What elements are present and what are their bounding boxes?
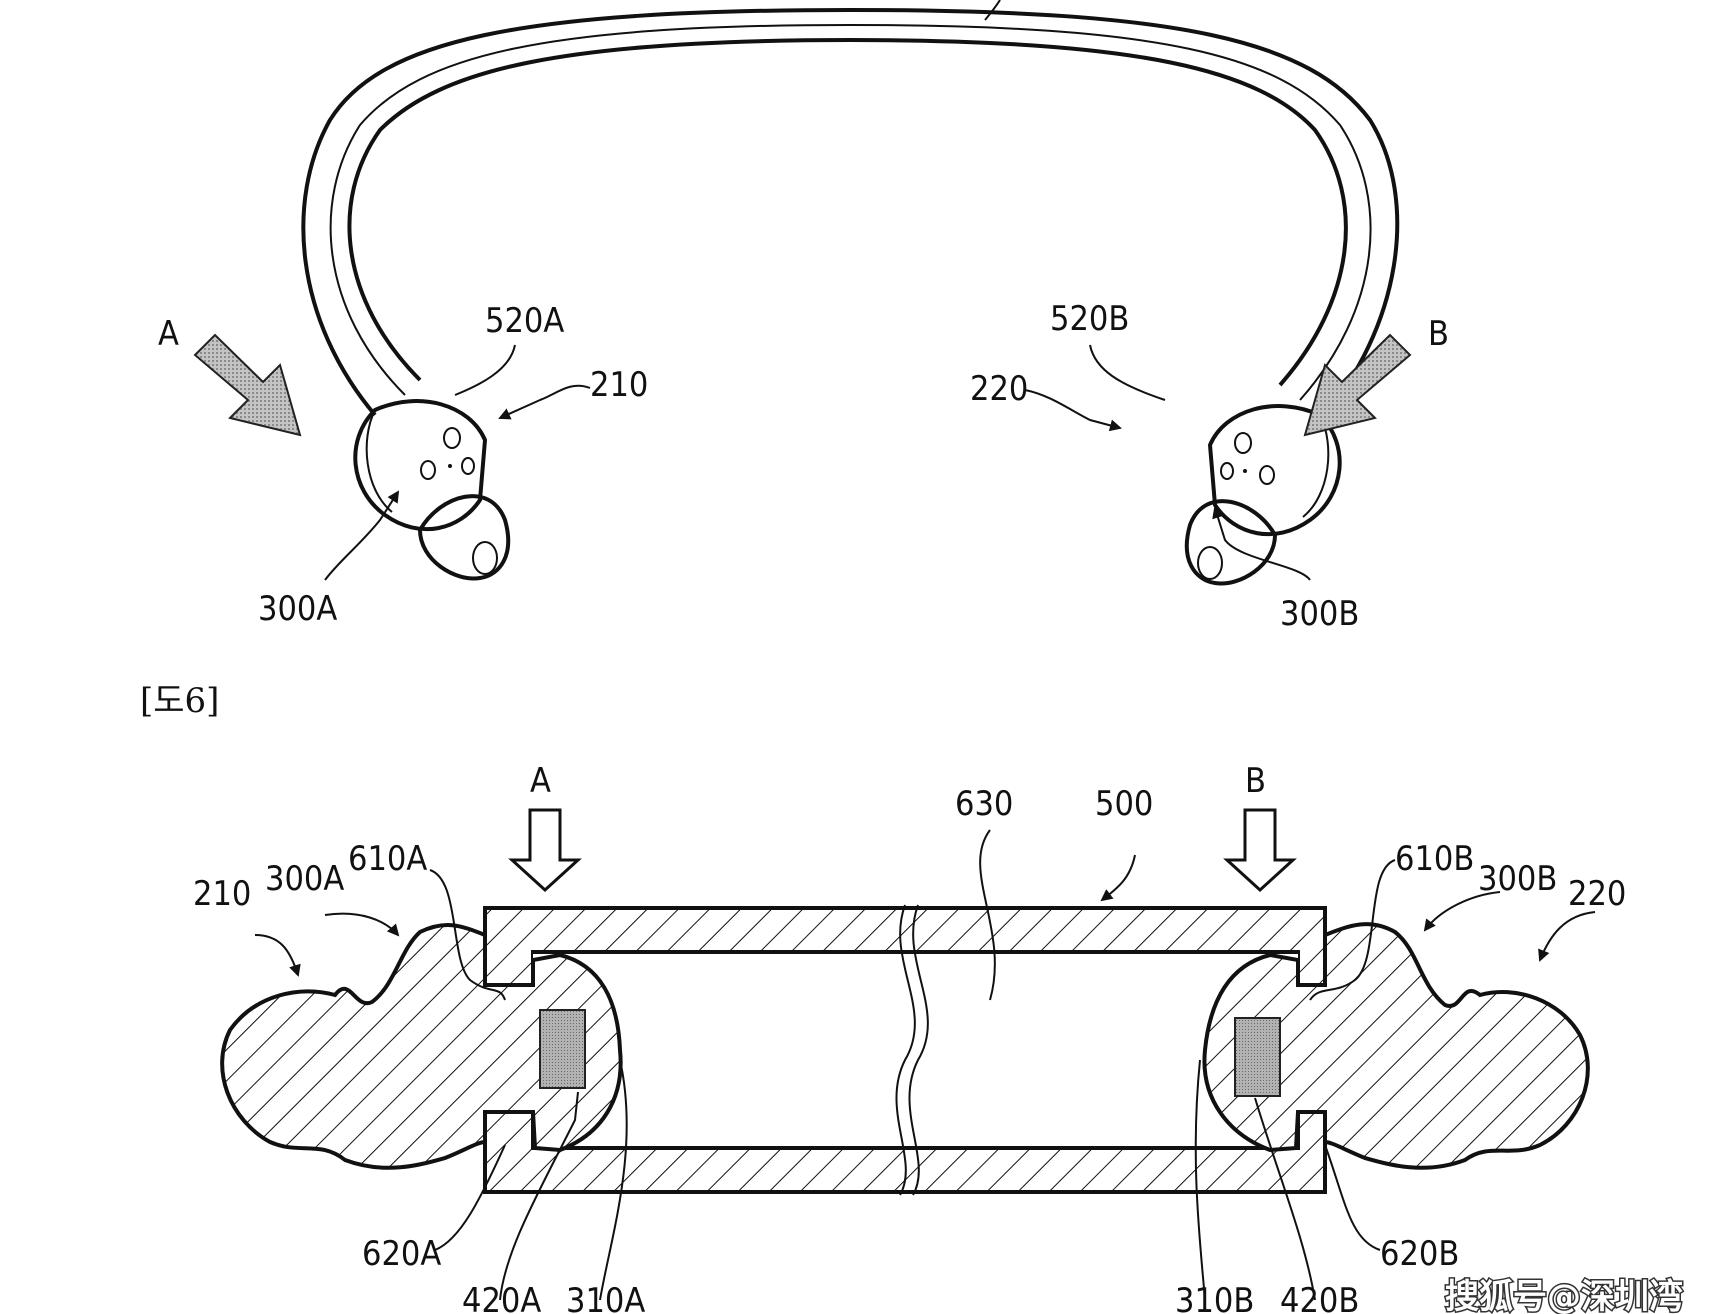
label-620b: 620B [1380, 1234, 1459, 1274]
earbud-left-section [220, 923, 623, 1170]
magnet-420a [539, 1009, 586, 1089]
earbud-right-section [1202, 922, 1590, 1170]
label-210-section: 210 [193, 874, 251, 914]
neckband-outer [301, 7, 1400, 422]
label-300b-section: 300B [1478, 859, 1557, 899]
label-420a: 420A [462, 1281, 541, 1314]
watermark: 搜狐号@深圳湾 [1444, 1276, 1685, 1314]
label-220-top: 220 [970, 369, 1028, 409]
arrow-a-down-icon [508, 808, 582, 893]
label-220-section: 220 [1568, 874, 1626, 914]
label-610b: 610B [1395, 839, 1474, 879]
label-520a: 520A [485, 301, 564, 341]
figure-caption: [도6] [140, 681, 219, 721]
label-300a-top: 300A [258, 589, 337, 629]
label-610a: 610A [348, 839, 427, 879]
label-arrow-a-section: A [530, 761, 551, 801]
label-500: 500 [1095, 784, 1153, 824]
label-300a-section: 300A [265, 859, 344, 899]
arrow-b-icon [1303, 333, 1412, 437]
section-view: A B 630 500 210 300A 610A 610B 300B 220 … [193, 761, 1626, 1314]
label-arrow-b: B [1428, 314, 1449, 354]
label-300b-top: 300B [1280, 594, 1359, 634]
label-310a: 310A [566, 1281, 645, 1314]
label-620a: 620A [362, 1234, 441, 1274]
label-arrow-b-section: B [1245, 761, 1266, 801]
top-view: A B 520A 520B 210 220 300A 300B [158, 0, 1449, 634]
neckband-inner [347, 37, 1348, 387]
magnet-420b [1234, 1017, 1281, 1097]
label-420b: 420B [1280, 1281, 1359, 1314]
label-630: 630 [955, 784, 1013, 824]
earbud-left-drawing [353, 399, 511, 581]
label-520b: 520B [1050, 299, 1129, 339]
label-arrow-a: A [158, 314, 179, 354]
arrow-a-icon [193, 333, 302, 437]
label-210-top: 210 [590, 365, 648, 405]
watermark-text: 搜狐号@深圳湾 [1445, 1277, 1683, 1314]
earbud-right-drawing [1184, 404, 1342, 586]
label-310b: 310B [1175, 1281, 1254, 1314]
band-500 [483, 904, 1327, 1196]
arrow-b-down-icon [1223, 808, 1297, 893]
